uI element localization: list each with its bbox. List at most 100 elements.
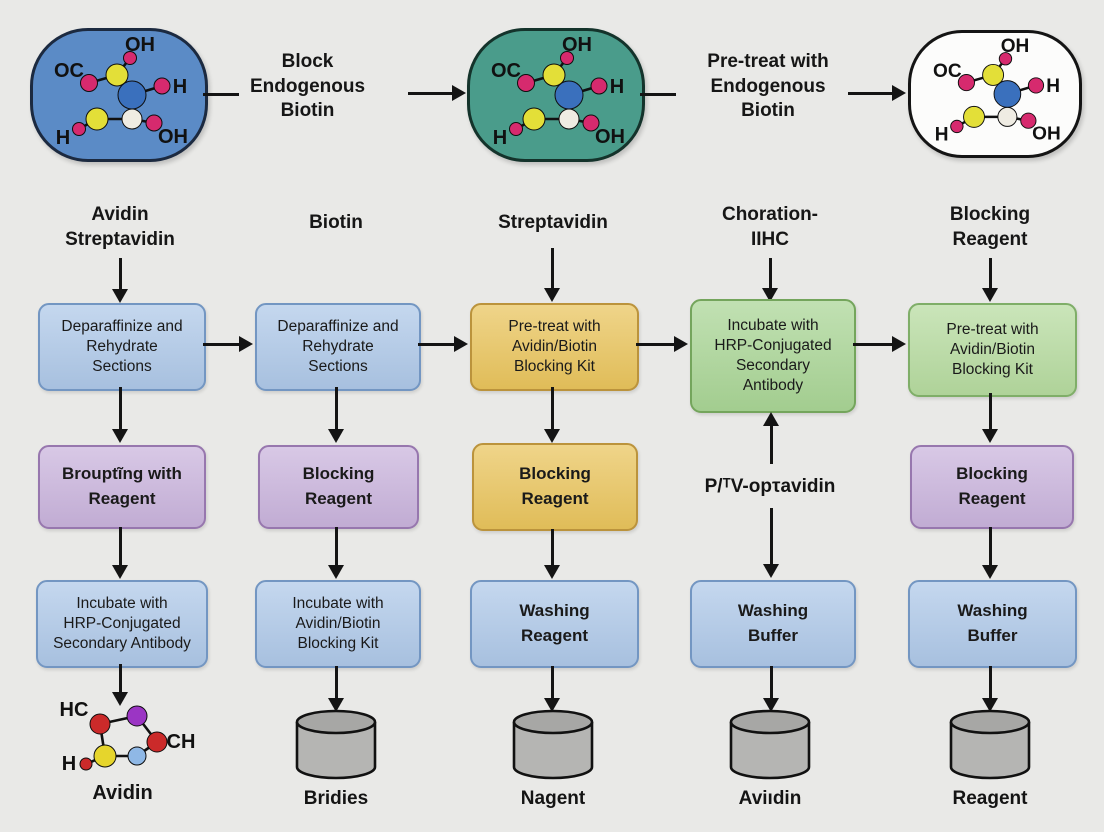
arrow-line [551,666,554,699]
arrow-down-icon [982,527,999,579]
arrow-head [454,336,468,352]
flow-box: Blocking Reagent [472,443,638,531]
svg-text:H: H [935,125,949,146]
molecule-atoms [79,705,168,771]
arrow-down-icon [112,527,129,579]
arrow-line [989,258,992,289]
avidin-molecule-icon: HC CH H [60,699,196,775]
arrow-down-icon [544,387,561,443]
svg-text:OC: OC [933,61,962,82]
arrow-line [989,393,992,430]
molecule-atoms [509,51,608,136]
arrow-head [763,698,779,712]
arrow-line [408,92,454,95]
flow-box: Pre-treat with Avidin/Biotin Blocking Ki… [470,303,639,391]
molecule-atom-labels: OH OC H H OH [933,36,1061,146]
arrow-head [112,565,128,579]
flow-box: Deparaffinize and Rehydrate Sections [255,303,421,391]
arrow-down-icon [982,393,999,443]
arrow-down-icon [762,258,779,302]
svg-text:H: H [1046,76,1060,97]
column5-header: Blocking Reagent [949,204,1031,251]
step1-label: Block Endogenous Biotin [249,51,366,122]
svg-text:H: H [62,753,76,775]
cylinder-top [512,709,594,735]
arrow-line [636,343,676,346]
arrow-line [119,664,122,693]
terminal-label: Nagent [520,788,586,809]
arrow-head [452,85,466,101]
arrow-down-icon [544,666,561,712]
arrow-line [335,387,338,430]
arrow-up-icon [763,412,780,464]
terminal-label: Bridies [303,788,369,809]
arrow-head [544,429,560,443]
arrow-line [989,666,992,699]
arrow-down-icon [982,666,999,712]
arrow-down-icon [112,258,129,303]
flow-box: Washing Buffer [690,580,856,668]
arrow-down-icon [328,527,345,579]
molecule-atoms [72,51,171,136]
arrow-head [544,698,560,712]
arrow-line [551,529,554,566]
svg-text:OC: OC [491,60,521,82]
arrow-head [112,692,128,706]
flow-box: Incubate with HRP-Conjugated Secondary A… [690,299,856,413]
arrow-head [544,565,560,579]
arrow-head [328,698,344,712]
flow-box: Blocking Reagent [910,445,1074,529]
arrow-head [763,412,779,426]
arrow-down-icon [112,387,129,443]
svg-text:H: H [493,127,507,149]
arrow-head [544,288,560,302]
biotin-molecule-icon: OH OC H H OH [54,34,188,149]
flow-box: Deparaffinize and Rehydrate Sections [38,303,206,391]
svg-text:OH: OH [595,126,625,148]
column3-header: Streptavidin [498,212,608,233]
arrow-head [328,565,344,579]
column4-header: Choration- IIHC [721,204,819,251]
arrow-head [763,564,779,578]
cylinder-top [295,709,377,735]
arrow-down-icon [763,666,780,712]
arrow-line [418,343,456,346]
arrow-line [335,666,338,699]
column1-header: Avidin Streptavidin [65,204,175,251]
arrow-head [112,429,128,443]
svg-text:OH: OH [125,34,155,56]
arrow-head [982,698,998,712]
biotin-molecule-icon: OH OC H H OH [491,34,625,149]
arrow-line [769,258,772,289]
arrow-head [982,565,998,579]
svg-text:OH: OH [562,34,592,56]
flow-box: Washing Buffer [908,580,1077,668]
svg-text:H: H [610,76,624,98]
svg-text:HC: HC [60,699,89,721]
arrow-down-icon [328,666,345,712]
terminal-label: Avidin [92,782,153,804]
arrow-line [551,387,554,430]
arrow-right-icon [853,336,906,353]
svg-text:OH: OH [1001,36,1030,57]
cylinder-icon [512,709,594,780]
arrow-down-icon [763,508,780,578]
column2-header: Biotin [309,212,363,233]
cylinder-icon [295,709,377,780]
flow-box: Incubate with Avidin/Biotin Blocking Kit [255,580,421,668]
arrow-line [119,258,122,290]
cell-oval-teal: OH OC H H OH [467,28,645,162]
arrow-line [989,527,992,566]
arrow-head [892,336,906,352]
flow-box: Pre-treat with Avidin/Biotin Blocking Ki… [908,303,1077,397]
arrow-head [239,336,253,352]
svg-text:H: H [173,76,187,98]
arrow-line [335,527,338,566]
molecule-atoms [950,52,1045,134]
arrow-head [762,288,778,302]
arrow-right-icon [203,336,253,353]
arrow-head [674,336,688,352]
cylinder-top [729,709,811,735]
cylinder-body [729,722,811,780]
cylinder-body [295,722,377,780]
